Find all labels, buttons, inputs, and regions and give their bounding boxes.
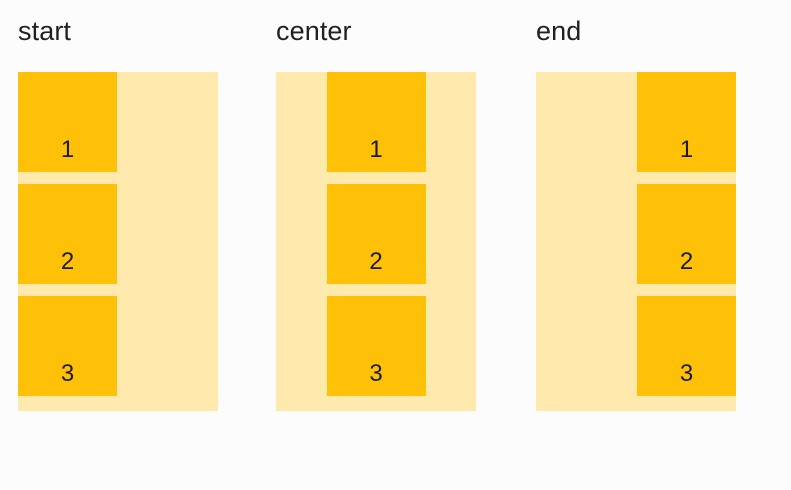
flex-item-number: 2 <box>369 248 383 275</box>
flex-item: 3 <box>637 296 736 396</box>
flex-item-number: 2 <box>60 248 75 275</box>
flex-item: 3 <box>326 296 426 396</box>
flex-item-number: 3 <box>60 360 75 387</box>
flex-item: 2 <box>18 184 117 284</box>
flex-item-number: 1 <box>679 136 694 163</box>
group-label-center: center <box>276 16 352 46</box>
flex-item-number: 1 <box>369 136 383 163</box>
flex-container-start: 1 2 3 <box>18 72 218 411</box>
flex-item: 2 <box>637 184 736 284</box>
flex-item: 3 <box>18 296 117 396</box>
flex-item-number: 3 <box>369 360 383 387</box>
flex-item: 2 <box>326 184 426 284</box>
group-label-end: end <box>536 16 582 46</box>
flex-container-center: 1 2 3 <box>276 72 476 411</box>
flex-item: 1 <box>637 72 736 172</box>
flex-item: 1 <box>326 72 426 172</box>
flex-container-end: 1 2 3 <box>536 72 736 411</box>
flex-item-number: 1 <box>60 136 75 163</box>
flex-item-number: 3 <box>679 360 694 387</box>
flex-item: 1 <box>18 72 117 172</box>
flex-item-number: 2 <box>679 248 694 275</box>
group-label-start: start <box>18 16 72 46</box>
